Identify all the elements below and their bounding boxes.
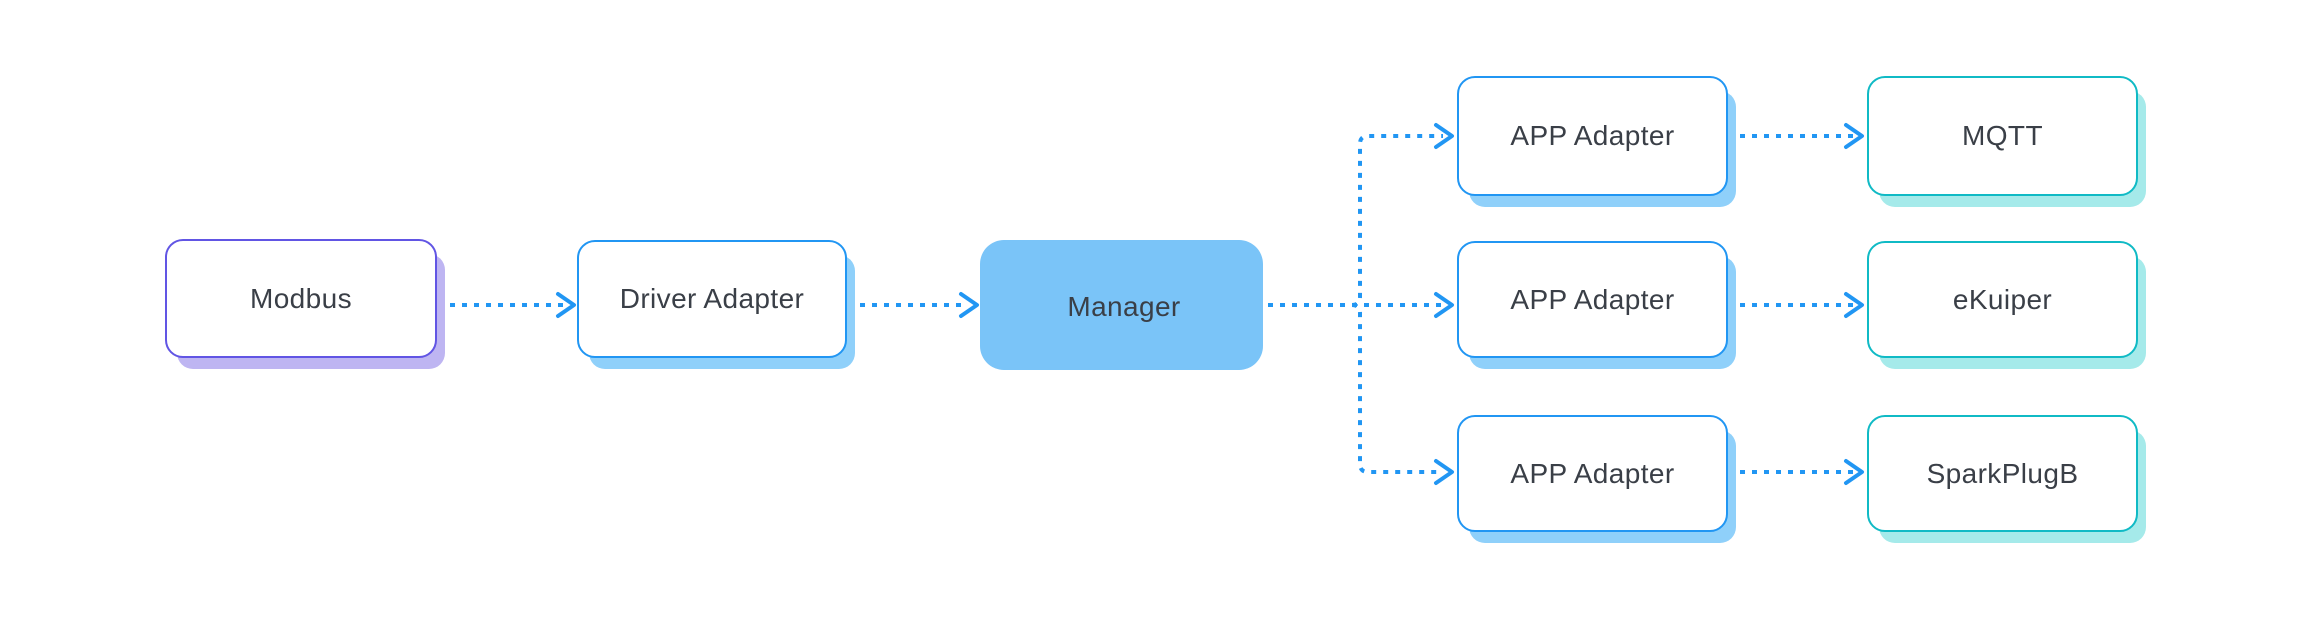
edge-app-adapter-middle-to-ekuiper — [1740, 292, 1864, 318]
node-label: Modbus — [249, 282, 352, 314]
edge-driver-adapter-to-manager — [860, 292, 979, 318]
node-ekuiper: eKuiper — [1867, 241, 2138, 358]
node-label: APP Adapter — [1510, 120, 1675, 151]
node-app-adapter-top: APP Adapter — [1457, 76, 1728, 196]
node-driver-adapter: Driver Adapter — [577, 240, 847, 358]
node-manager: Manager — [980, 240, 1263, 370]
node-label: MQTT — [1962, 120, 2043, 151]
node-app-adapter-middle: APP Adapter — [1457, 241, 1728, 358]
edge-app-adapter-top-to-mqtt — [1740, 123, 1864, 149]
node-app-adapter-bottom: APP Adapter — [1457, 415, 1728, 532]
node-sparkplugb: SparkPlugB — [1867, 415, 2138, 532]
node-label: SparkPlugB — [1926, 457, 2079, 489]
edge-app-adapter-bottom-to-sparkplugb — [1740, 459, 1864, 485]
node-mqtt: MQTT — [1867, 76, 2138, 196]
node-label: APP Adapter — [1510, 457, 1675, 489]
node-label: Driver Adapter — [619, 283, 805, 314]
node-label: Manager — [1067, 291, 1181, 322]
node-modbus: Modbus — [165, 239, 437, 358]
edge-modbus-to-driver-adapter — [450, 292, 576, 318]
edge-manager-to-app-adapter-bottom — [1351, 303, 1454, 485]
node-label: APP Adapter — [1510, 283, 1675, 315]
node-label: eKuiper — [1952, 283, 2053, 315]
edge-manager-to-app-adapter-top — [1351, 123, 1454, 307]
